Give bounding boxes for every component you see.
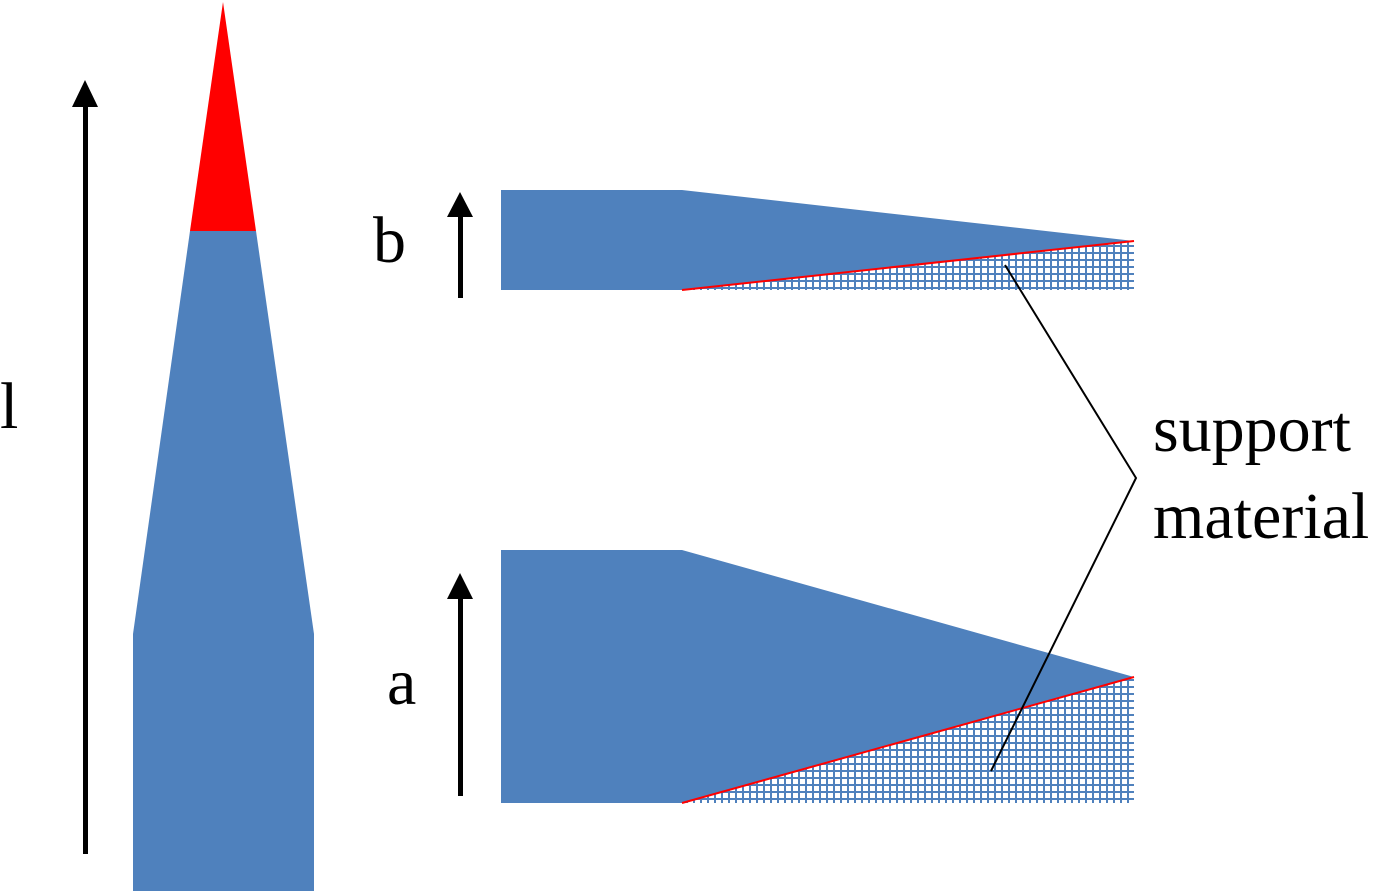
vertical-part xyxy=(133,2,314,891)
arrow-l-icon xyxy=(72,80,98,854)
vertical-part-red-tip xyxy=(190,2,256,231)
part-a-interface-line xyxy=(681,676,1135,804)
vertical-part-body xyxy=(133,231,314,891)
label-a: a xyxy=(387,646,416,719)
label-l: l xyxy=(0,370,18,443)
part-b-body xyxy=(501,190,1134,290)
support-material-label-line2: material xyxy=(1153,480,1369,553)
part-a-body xyxy=(501,550,1134,803)
arrow-a-icon xyxy=(447,573,473,796)
support-material-label-line1: support xyxy=(1153,393,1351,466)
arrow-b-icon xyxy=(447,192,473,298)
label-b: b xyxy=(373,204,406,277)
part-b-interface-line xyxy=(681,240,1135,291)
part-a xyxy=(501,550,1135,804)
part-b xyxy=(501,190,1135,291)
support-material-leader-lines xyxy=(990,264,1138,772)
